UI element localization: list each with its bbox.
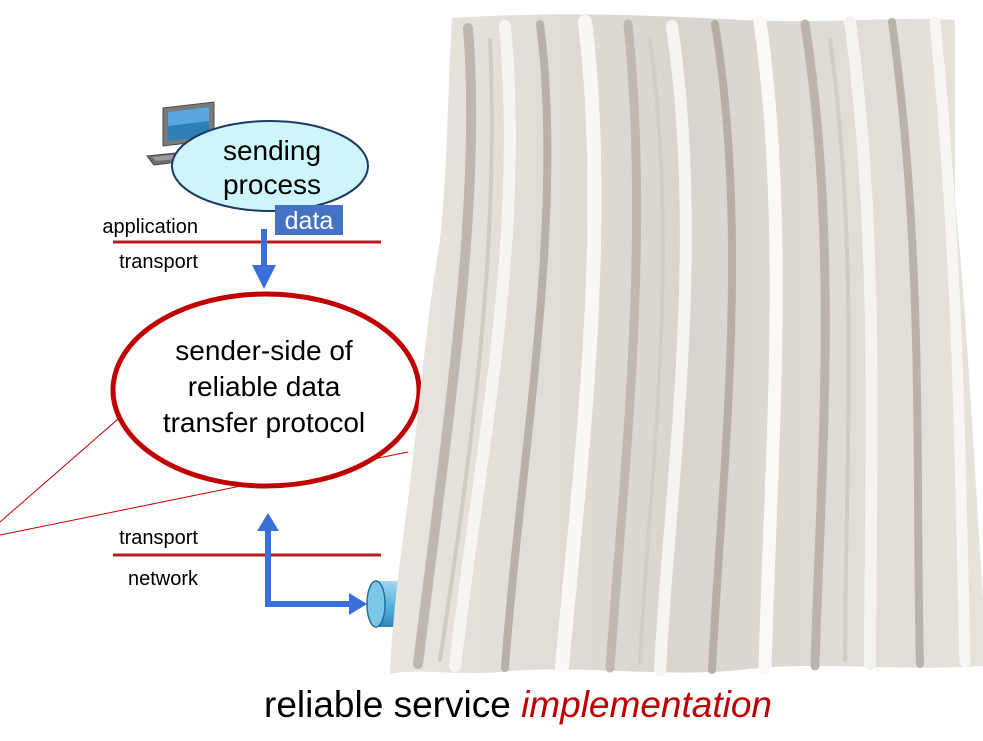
sending-process-ellipse [171, 120, 369, 212]
protocol-ellipse [110, 291, 422, 489]
layer-label-transport-top: transport [119, 251, 198, 273]
process-label-line2: process [223, 169, 321, 200]
data-tag [275, 205, 343, 235]
process-label-line1: sending [223, 135, 321, 166]
protocol-label-line1: sender-side of [175, 335, 353, 366]
protocol-label-line2: reliable data [188, 371, 341, 402]
layer-label-transport-bottom: transport [119, 527, 198, 549]
caption: reliable service implementation [264, 684, 772, 725]
curtain-image [390, 14, 983, 676]
channel-arrow [257, 513, 367, 615]
caption-emphasis: implementation [521, 684, 772, 725]
layer-label-network: network [128, 568, 199, 590]
data-tag-label: data [285, 207, 334, 235]
caption-plain: reliable service [264, 684, 521, 725]
protocol-label-line3: transfer protocol [163, 407, 365, 438]
layer-label-application: application [102, 216, 198, 238]
